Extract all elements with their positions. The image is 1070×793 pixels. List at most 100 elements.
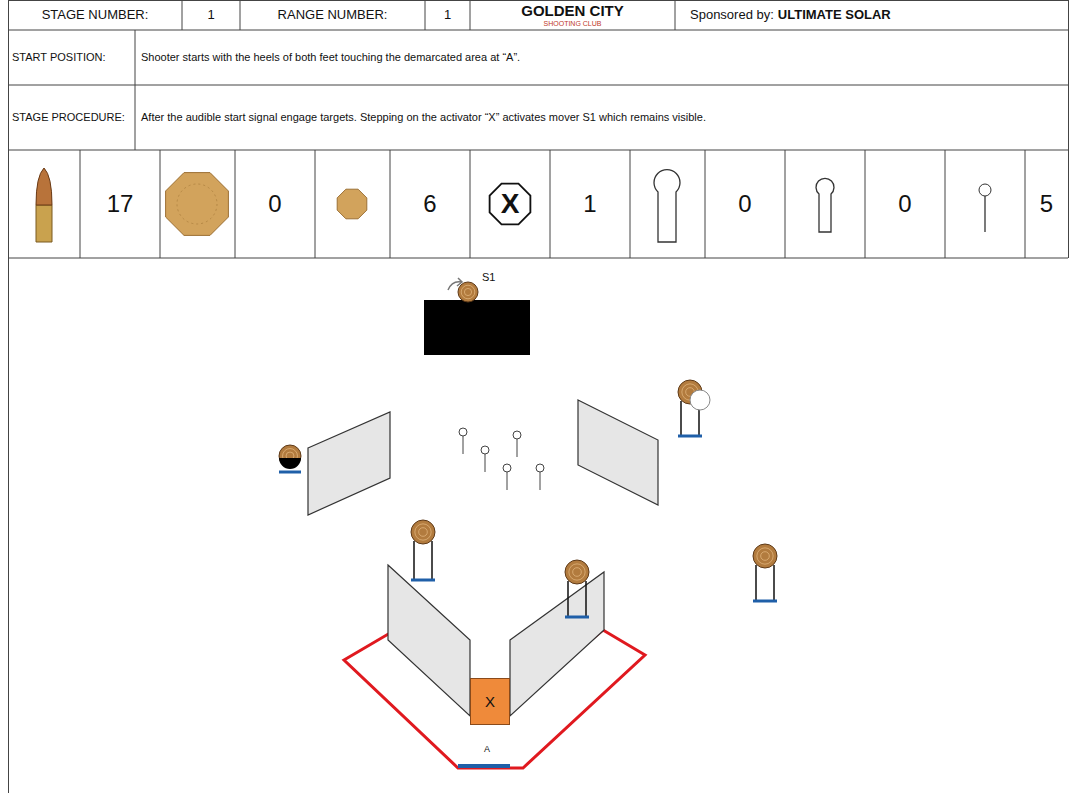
grid-line — [705, 150, 706, 258]
grid-line — [425, 0, 426, 30]
grid-line — [315, 150, 316, 258]
plate-ring — [177, 184, 217, 224]
table-cell-text: ULTIMATE SOLAR — [778, 0, 891, 30]
wall — [510, 572, 604, 716]
target-base — [279, 471, 301, 474]
target-ring — [415, 524, 431, 540]
backstop — [424, 300, 530, 355]
popper-stem — [485, 454, 486, 472]
count-number: 1 — [550, 150, 630, 258]
target-head — [565, 560, 589, 584]
count-number: 0 — [235, 150, 315, 258]
small-popper-stem — [984, 196, 985, 232]
grid-line — [675, 0, 676, 30]
count-number: 0 — [705, 150, 785, 258]
table-cell-text: Shooter starts with the heels of both fe… — [141, 30, 1061, 85]
table-cell-text: STAGE PROCEDURE: — [12, 85, 132, 150]
target-base — [411, 579, 435, 582]
small-plate-icon — [337, 189, 367, 219]
large-popper-icon — [654, 170, 680, 242]
count-number: 0 — [865, 150, 945, 258]
grid-line — [182, 0, 183, 30]
table-cell-text: RANGE NUMBER: — [240, 0, 425, 30]
callout-label: A — [484, 742, 490, 756]
activator-symbol: X — [487, 181, 533, 227]
target-ring — [573, 568, 582, 577]
wall — [308, 412, 390, 515]
table-cell-text: STAGE NUMBER: — [8, 0, 182, 30]
table-grid — [8, 0, 1069, 793]
callout-label: S1 — [482, 270, 495, 286]
grid-line — [8, 258, 1068, 259]
grid-line — [240, 0, 241, 30]
table-cell-text: Sponsored by: — [690, 0, 774, 30]
grid-line — [8, 0, 1068, 1]
popper-stem — [463, 436, 464, 454]
bullet-icon — [36, 168, 52, 205]
grid-line — [630, 150, 631, 258]
target-stand — [568, 581, 586, 617]
grid-line — [135, 30, 136, 150]
target-hidden-part — [279, 458, 301, 469]
no-shoot-target — [690, 390, 710, 410]
popper-stem — [507, 472, 508, 490]
grid-line — [1025, 150, 1026, 258]
popper — [536, 464, 544, 472]
grid-line — [235, 150, 236, 258]
target-base — [565, 616, 589, 619]
grid-line — [8, 30, 1068, 31]
grid-line — [470, 0, 471, 30]
table-cell-text: GOLDEN CITY — [470, 1, 675, 21]
popper — [459, 428, 467, 436]
target-ring — [419, 528, 428, 537]
grid-line — [8, 85, 1068, 86]
grid-line — [470, 150, 471, 258]
node-text: X — [485, 693, 495, 710]
grid-line — [160, 150, 161, 258]
grid-line — [865, 150, 866, 258]
target-head — [753, 544, 777, 568]
grid-line — [390, 150, 391, 258]
target-base — [753, 600, 777, 603]
target-ring — [461, 285, 475, 299]
grid-line — [945, 150, 946, 258]
popper — [503, 464, 511, 472]
wall — [578, 400, 658, 505]
count-number: 6 — [390, 150, 470, 258]
cartridge-icon — [36, 205, 52, 242]
stage — [279, 278, 777, 768]
grid-line — [80, 150, 81, 258]
target-base — [678, 435, 702, 438]
table-cell-text: 1 — [425, 0, 470, 30]
grid-line — [8, 0, 9, 793]
activator-box: X — [470, 678, 510, 725]
table-cell-text: START POSITION: — [12, 30, 132, 85]
grid-line — [8, 150, 1068, 151]
medium-popper-icon — [816, 178, 834, 232]
target-stand — [756, 565, 774, 601]
wall — [388, 565, 470, 716]
target-stand — [414, 541, 432, 580]
small-popper-icon — [979, 184, 991, 196]
target-ring — [464, 288, 471, 295]
grid-line — [1068, 0, 1069, 258]
target-ring — [569, 564, 585, 580]
count-number: 17 — [80, 150, 160, 258]
target-head — [411, 520, 435, 544]
table-cell-text: 1 — [182, 0, 240, 30]
mover-arrow — [448, 278, 462, 290]
shooting-area — [344, 630, 645, 768]
count-number: 5 — [1025, 150, 1068, 258]
node-text: X — [501, 188, 520, 220]
grid-line — [550, 150, 551, 258]
grid-line — [785, 150, 786, 258]
target-ring — [761, 552, 770, 561]
popper — [513, 431, 521, 439]
table-cell-text: SHOOTING CLUB — [470, 19, 675, 29]
popper-stem — [540, 472, 541, 490]
large-plate-icon — [166, 173, 229, 236]
target-head — [458, 282, 478, 302]
popper-stem — [517, 439, 518, 457]
target-icons — [36, 168, 991, 242]
